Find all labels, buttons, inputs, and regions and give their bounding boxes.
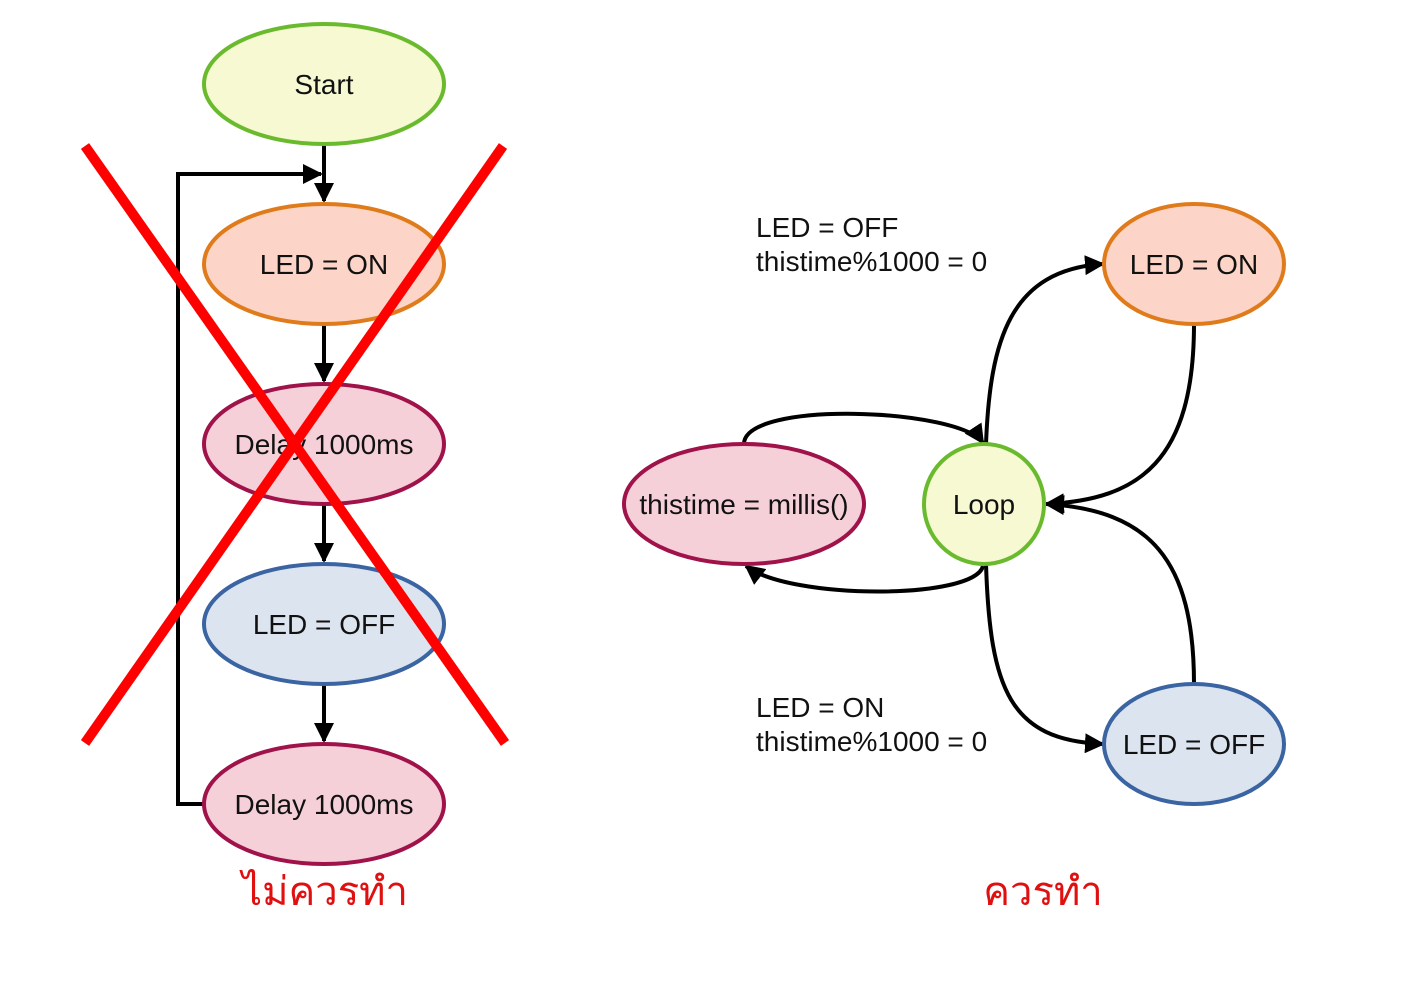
node-delay-1 (202, 382, 446, 506)
node-delay-1-label: Delay 1000ms (235, 429, 414, 460)
condition-to-on-line1: LED = OFF (756, 212, 898, 243)
edge-loop-to-led-on (984, 255, 1105, 445)
caption-do: ควรทำ (983, 869, 1103, 915)
caption-dont: ไม่ควรทำ (239, 869, 408, 915)
node-led-on-label: LED = ON (260, 249, 388, 280)
node-delay-2 (202, 742, 446, 866)
cross-line-2 (80, 143, 508, 746)
node-delay-2-label: Delay 1000ms (235, 789, 414, 820)
node-led-off-state (1102, 682, 1286, 806)
node-start-label: Start (294, 69, 353, 100)
edge-millis-to-loop (742, 411, 985, 445)
node-start (202, 22, 446, 146)
node-led-off-label: LED = OFF (253, 609, 395, 640)
edge-led-on-to-loop (1044, 323, 1196, 514)
condition-to-off-line2: thistime%1000 = 0 (756, 726, 987, 757)
edge-loop-back (176, 164, 323, 806)
node-led-on-state (1102, 202, 1286, 326)
node-loop-label: Loop (953, 489, 1015, 520)
node-led-on (202, 202, 446, 326)
edge-loop-to-millis (744, 564, 985, 594)
left-flowchart: Start LED = ON Delay 1000ms LED = OFF De… (80, 22, 510, 915)
node-millis-label: thistime = millis() (639, 489, 848, 520)
node-millis (622, 442, 866, 566)
condition-to-off-line1: LED = ON (756, 692, 884, 723)
node-led-off-state-label: LED = OFF (1123, 729, 1265, 760)
edge-loop-to-led-off (984, 563, 1105, 754)
right-state-diagram: thistime = millis() Loop LED = ON LED = … (622, 202, 1286, 915)
edge-led-off-to-loop (1044, 495, 1196, 685)
condition-to-on-line2: thistime%1000 = 0 (756, 246, 987, 277)
node-led-off (202, 562, 446, 686)
node-led-on-state-label: LED = ON (1130, 249, 1258, 280)
node-loop (922, 442, 1046, 566)
